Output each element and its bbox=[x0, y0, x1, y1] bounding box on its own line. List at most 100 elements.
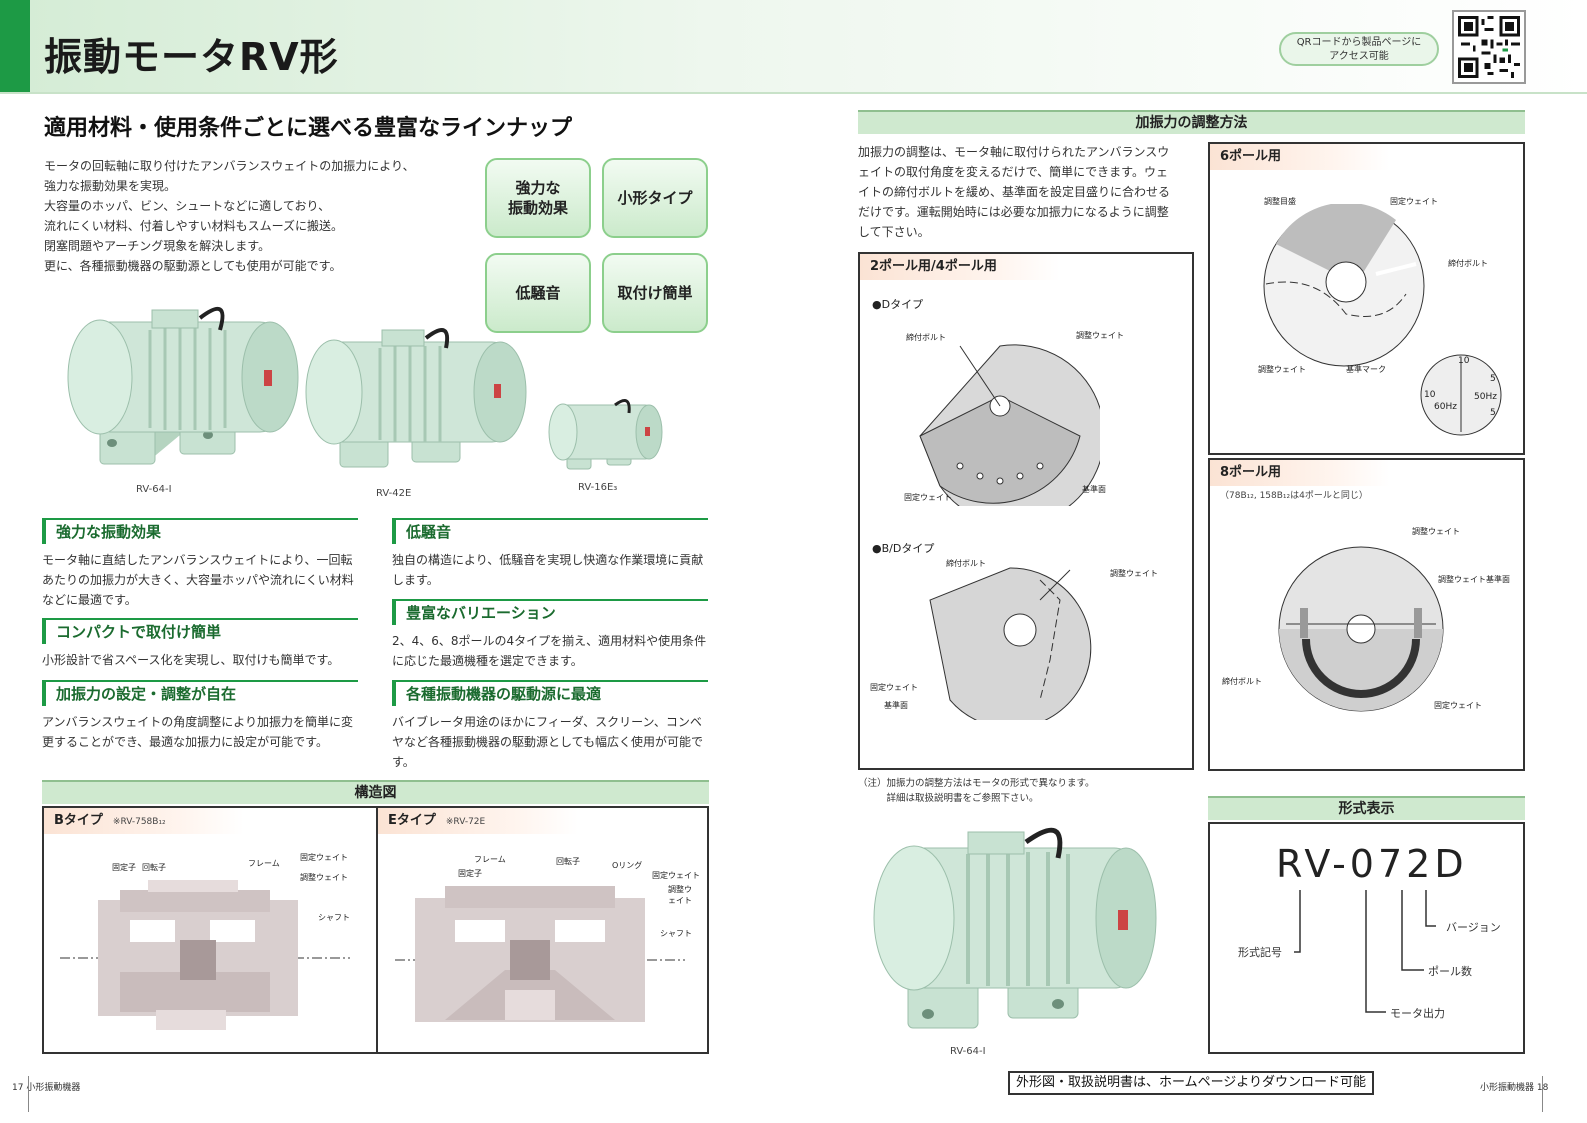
bd-type-weight-diagram bbox=[929, 567, 1092, 720]
bd-label-fixed-weight: 固定ウェイト bbox=[870, 683, 918, 692]
feature-badge-easy-mount: 取付け簡単 bbox=[602, 253, 708, 333]
p6-label-bolt: 締付ボルト bbox=[1448, 259, 1488, 268]
note-line-1: （注）加振力の調整方法はモータの形式で異なります。 bbox=[858, 778, 1095, 789]
pole6-weight-diagram bbox=[1263, 204, 1425, 367]
intro-line: 大容量のホッパ、ビン、シュートなどに適しており、 bbox=[44, 199, 331, 213]
section-heading: 豊富なバリエーション bbox=[392, 599, 708, 625]
p8-label-fixed-weight: 固定ウェイト bbox=[1434, 701, 1482, 710]
header-accent-bar bbox=[0, 0, 30, 92]
motor-caption-rv16e: RV-16E₃ bbox=[578, 482, 618, 493]
adjust-method-band: 加振力の調整方法 bbox=[858, 110, 1525, 134]
section-heading: 加振力の設定・調整が自在 bbox=[42, 680, 358, 706]
section-compact-mount: コンパクトで取付け簡単 小形設計で省スペース化を実現し、取付けも簡単です。 bbox=[42, 618, 358, 670]
e-label-stator: 固定子 bbox=[458, 869, 482, 878]
section-strong-vibration: 強力な振動効果 モータ軸に直結したアンバランスウェイトにより、一回転あたりの加振… bbox=[42, 518, 358, 610]
dial-10-left: 10 bbox=[1424, 390, 1436, 400]
b-type-cross-section bbox=[60, 880, 350, 1030]
qr-access-pill[interactable]: QRコードから製品ページに アクセス可能 bbox=[1279, 32, 1439, 66]
motor-rv64-image bbox=[67, 306, 299, 465]
pole6-tab: 6ポール用 bbox=[1210, 144, 1390, 170]
motor-rv64-large-image bbox=[873, 827, 1157, 1029]
header-divider bbox=[0, 92, 1587, 94]
p6-label-reference-mark: 基準マーク bbox=[1346, 365, 1386, 374]
section-heading: コンパクトで取付け簡単 bbox=[42, 618, 358, 644]
b-label-frame: フレーム bbox=[248, 859, 280, 868]
p6-label-adjust-weight: 調整ウェイト bbox=[1258, 365, 1306, 374]
intro-line: 閉塞問題やアーチング現象を解決します。 bbox=[44, 239, 271, 253]
model-label-version: バージョン bbox=[1446, 921, 1501, 934]
bd-label-reference: 基準面 bbox=[884, 701, 908, 710]
p8-label-adjust-weight: 調整ウェイト bbox=[1412, 527, 1460, 536]
d-type-weight-diagram bbox=[919, 344, 1100, 506]
intro-line: モータの回転軸に取り付けたアンバランスウェイトの加振力により、 bbox=[44, 159, 415, 173]
section-subtitle: 適用材料・使用条件ごとに選べる豊富なラインナップ bbox=[44, 116, 573, 141]
b-label-adjust-weight: 調整ウェイト bbox=[300, 873, 348, 882]
section-heading: 低騒音 bbox=[392, 518, 708, 544]
b-label-fixed-weight: 固定ウェイト bbox=[300, 853, 348, 862]
qr-code-icon[interactable] bbox=[1452, 10, 1526, 84]
model-callout-lines bbox=[1294, 890, 1436, 1013]
section-body: 2、4、6、8ポールの4タイプを揃え、適用材料や使用条件に応じた最適機種を選定で… bbox=[392, 634, 707, 668]
b-label-rotor: 回転子 bbox=[142, 863, 166, 872]
d-label-bolt: 締付ボルト bbox=[906, 333, 946, 342]
pole6-dial-icon bbox=[1420, 354, 1502, 436]
section-heading: 強力な振動効果 bbox=[42, 518, 358, 544]
qr-pill-line-2: アクセス可能 bbox=[1329, 51, 1389, 62]
p8-label-adjust-ref: 調整ウェイト基準面 bbox=[1438, 575, 1510, 584]
feature-badge-low-noise: 低騒音 bbox=[485, 253, 591, 333]
b-label-stator: 固定子 bbox=[112, 863, 136, 872]
d-label-adjust-weight: 調整ウェイト bbox=[1076, 331, 1124, 340]
motor-rv16e-image bbox=[548, 399, 663, 470]
e-type-title: Eタイプ bbox=[388, 813, 436, 828]
pole8-tab: 8ポール用 bbox=[1210, 460, 1390, 486]
section-variations: 豊富なバリエーション 2、4、6、8ポールの4タイプを揃え、適用材料や使用条件に… bbox=[392, 599, 708, 671]
download-notice[interactable]: 外形図・取扱説明書は、ホームページよりダウンロード可能 bbox=[1008, 1071, 1374, 1095]
e-label-shaft: シャフト bbox=[660, 929, 692, 938]
adjust-method-text: 加振力の調整は、モータ軸に取付けられたアンバランスウェイトの取付角度を変えるだけ… bbox=[858, 145, 1171, 239]
model-label-poles: ポール数 bbox=[1428, 965, 1472, 978]
bd-label-adjust-weight: 調整ウェイト bbox=[1110, 569, 1158, 578]
section-body: モータ軸に直結したアンバランスウェイトにより、一回転あたりの加振力が大きく、大容… bbox=[42, 553, 354, 607]
e-label-rotor: 回転子 bbox=[556, 857, 580, 866]
dial-60hz: 60Hz bbox=[1434, 402, 1457, 412]
motor-caption-rv64-large: RV-64-Ⅰ bbox=[950, 1046, 986, 1057]
footer-rule-right bbox=[1542, 1076, 1543, 1112]
e-type-note: ※RV-72E bbox=[445, 817, 486, 827]
d-label-fixed-weight: 固定ウェイト bbox=[904, 493, 952, 502]
e-label-adjust-weight: 調整ウェイト bbox=[668, 885, 692, 905]
feature-badge-compact: 小形タイプ bbox=[602, 158, 708, 238]
e-label-frame: フレーム bbox=[474, 855, 506, 864]
qr-pill-line-1: QRコードから製品ページに bbox=[1296, 37, 1422, 48]
pole8-note: （78B₁₂, 158B₁₂は4ポールと同じ） bbox=[1220, 491, 1368, 501]
bd-label-bolt: 締付ボルト bbox=[946, 559, 986, 568]
p6-label-scale: 調整目盛 bbox=[1264, 197, 1296, 206]
dial-10-top: 10 bbox=[1458, 356, 1470, 366]
e-label-oring: Oリング bbox=[612, 861, 643, 870]
feature-badge-vibration: 強力な 振動効果 bbox=[485, 158, 591, 238]
section-adjustable-force: 加振力の設定・調整が自在 アンバランスウェイトの角度調整により加振力を簡単に変更… bbox=[42, 680, 358, 752]
b-type-title: Bタイプ bbox=[54, 813, 103, 828]
page-footer-right: 小形振動機器 18 bbox=[1480, 1083, 1549, 1093]
adjust-note: （注）加振力の調整方法はモータの形式で異なります。 詳細は取扱説明書をご参照下さ… bbox=[858, 776, 1095, 806]
intro-line: 更に、各種振動機器の駆動源としても使用が可能です。 bbox=[44, 259, 342, 273]
motor-rv42e-image bbox=[305, 328, 527, 468]
model-band: 形式表示 bbox=[1208, 796, 1525, 820]
motor-caption-rv42e: RV-42E bbox=[376, 488, 412, 499]
e-type-tab: Eタイプ ※RV-72E bbox=[378, 808, 578, 834]
p8-label-bolt: 締付ボルト bbox=[1222, 677, 1262, 686]
footer-rule-left bbox=[28, 1076, 29, 1112]
model-label-series: 形式記号 bbox=[1238, 946, 1282, 959]
structure-band: 構造図 bbox=[42, 780, 709, 804]
d-label-reference: 基準面 bbox=[1082, 485, 1106, 494]
pole24-tab: 2ポール用/4ポール用 bbox=[860, 254, 1060, 280]
b-type-note: ※RV-758B₁₂ bbox=[112, 817, 166, 827]
b-label-shaft: シャフト bbox=[318, 913, 350, 922]
section-body: 独自の構造により、低騒音を実現し快適な作業環境に貢献します。 bbox=[392, 553, 704, 587]
model-label-output: モータ出力 bbox=[1390, 1007, 1445, 1020]
section-low-noise: 低騒音 独自の構造により、低騒音を実現し快適な作業環境に貢献します。 bbox=[392, 518, 708, 590]
motor-caption-rv64: RV-64-Ⅰ bbox=[136, 484, 172, 495]
intro-text: モータの回転軸に取り付けたアンバランスウェイトの加振力により、 強力な振動効果を… bbox=[44, 156, 464, 276]
intro-line: 強力な振動効果を実現。 bbox=[44, 179, 177, 193]
p6-label-fixed-weight: 固定ウェイト bbox=[1390, 197, 1438, 206]
b-type-tab: Bタイプ ※RV-758B₁₂ bbox=[44, 808, 244, 834]
